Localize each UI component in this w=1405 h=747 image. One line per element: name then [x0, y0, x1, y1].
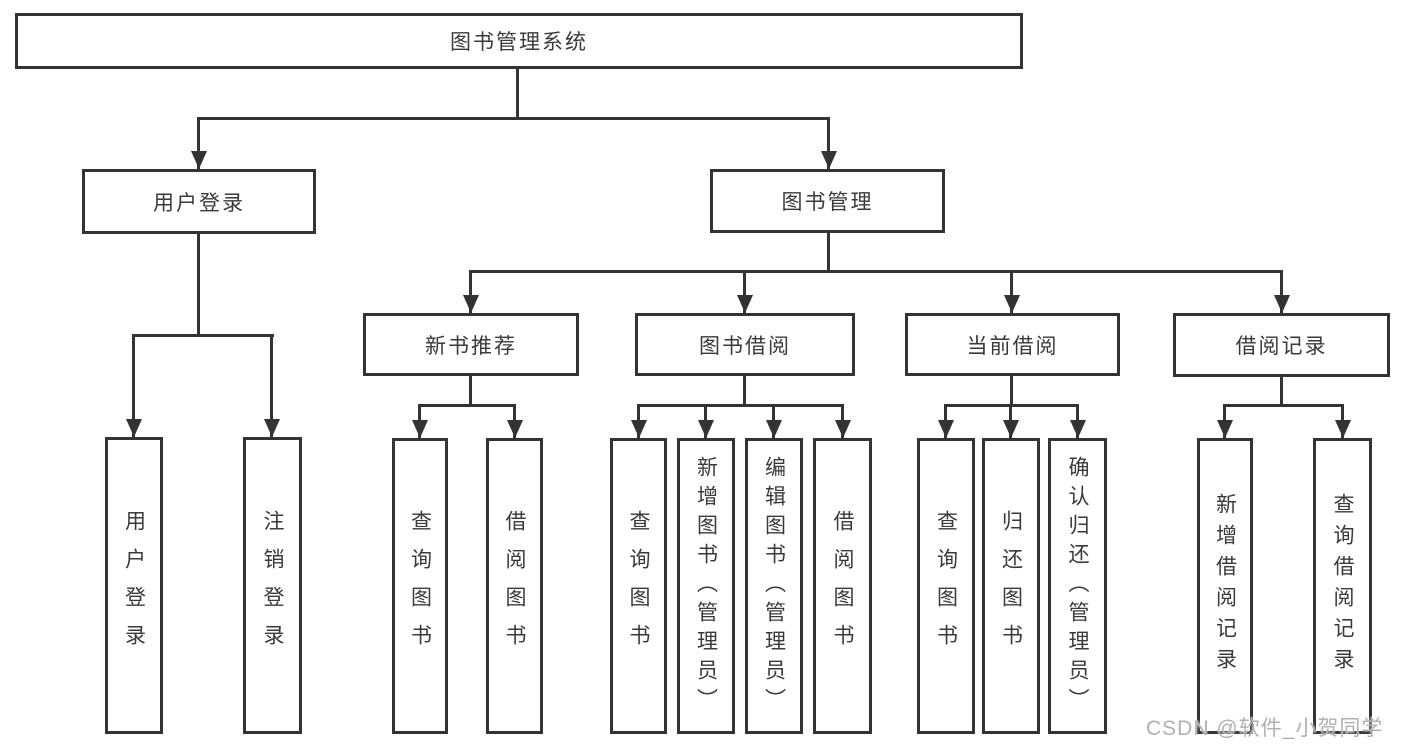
connector-line: [827, 117, 830, 169]
connector-line: [197, 117, 200, 169]
arrow-down-icon: [191, 151, 207, 169]
leaf-confirm-return-admin: 确认归还（管理员）: [1048, 438, 1107, 734]
leaf-borrow-books: 借阅图书: [813, 438, 872, 734]
connector-line: [418, 404, 516, 407]
node-new-book-recommend: 新书推荐: [363, 313, 579, 376]
node-label: 图书借阅: [699, 334, 791, 358]
arrow-down-icon: [766, 420, 782, 438]
arrow-down-icon: [737, 295, 753, 313]
node-label: 新书推荐: [425, 334, 517, 358]
arrow-down-icon: [1004, 295, 1020, 313]
node-book-borrow: 图书借阅: [635, 313, 855, 376]
connector-line: [1280, 270, 1283, 313]
connector-line: [197, 234, 200, 336]
leaf-label: 查询图书: [934, 510, 958, 662]
leaf-label: 新增图书（管理员）: [694, 455, 718, 717]
leaf-add-book-admin: 新增图书（管理员）: [677, 438, 735, 734]
arrow-down-icon: [698, 420, 714, 438]
leaf-label: 查询图书: [627, 510, 650, 662]
leaf-label: 查询图书: [408, 510, 432, 662]
leaf-query-books-current: 查询图书: [917, 438, 975, 734]
arrow-down-icon: [1274, 295, 1290, 313]
arrow-down-icon: [938, 420, 954, 438]
node-borrow-records: 借阅记录: [1173, 313, 1390, 377]
arrow-down-icon: [631, 420, 647, 438]
connector-line: [1223, 404, 1344, 407]
node-label: 图书管理系统: [450, 31, 588, 54]
arrow-down-icon: [264, 419, 280, 437]
leaf-label: 编辑图书（管理员）: [762, 455, 786, 717]
connector-line: [1010, 270, 1013, 313]
leaf-logout: 注销登录: [243, 437, 302, 734]
leaf-query-books-recommend: 查询图书: [392, 438, 448, 734]
leaf-label: 新增借阅记录: [1213, 493, 1237, 679]
arrow-down-icon: [1335, 420, 1351, 438]
node-book-management: 图书管理: [710, 169, 945, 233]
connector-line: [132, 334, 274, 337]
leaf-borrow-books-recommend: 借阅图书: [486, 438, 543, 734]
node-library-system: 图书管理系统: [15, 13, 1023, 69]
connector-line: [469, 376, 472, 406]
leaf-query-books-borrow: 查询图书: [610, 438, 667, 734]
node-label: 用户登录: [153, 191, 245, 215]
arrow-down-icon: [126, 419, 142, 437]
leaf-label: 用户登录: [122, 509, 146, 662]
leaf-label: 查询借阅记录: [1331, 493, 1354, 679]
connector-line: [743, 270, 746, 313]
arrow-down-icon: [412, 420, 428, 438]
connector-line: [827, 233, 830, 273]
connector-line: [516, 69, 519, 120]
leaf-label: 借阅图书: [831, 510, 854, 662]
leaf-query-borrow-record: 查询借阅记录: [1313, 438, 1372, 734]
connector-line: [1280, 377, 1283, 406]
connector-line: [270, 334, 273, 437]
node-label: 当前借阅: [966, 334, 1059, 358]
leaf-add-borrow-record: 新增借阅记录: [1197, 438, 1253, 734]
leaf-edit-book-admin: 编辑图书（管理员）: [745, 438, 803, 734]
node-current-borrow: 当前借阅: [905, 313, 1120, 376]
arrow-down-icon: [1070, 420, 1086, 438]
leaf-label: 注销登录: [261, 509, 284, 662]
connector-line: [1010, 376, 1013, 406]
leaf-label: 确认归还（管理员）: [1066, 455, 1089, 717]
leaf-user-login: 用户登录: [105, 437, 163, 734]
connector-line: [132, 334, 135, 437]
node-user-login: 用户登录: [82, 169, 316, 234]
connector-line: [197, 117, 830, 120]
arrow-down-icon: [1003, 420, 1019, 438]
leaf-label: 归还图书: [999, 510, 1023, 662]
node-label: 图书管理: [781, 191, 874, 214]
arrow-down-icon: [507, 420, 523, 438]
leaf-return-book: 归还图书: [982, 438, 1040, 734]
connector-line: [469, 270, 1283, 273]
connector-line: [743, 376, 746, 406]
connector-line: [469, 270, 472, 313]
watermark: CSDN @软件_小贺同学: [1146, 717, 1384, 740]
leaf-label: 借阅图书: [503, 510, 526, 662]
arrow-down-icon: [463, 295, 479, 313]
node-label: 借阅记录: [1235, 335, 1328, 358]
arrow-down-icon: [821, 151, 837, 169]
connector-line: [637, 404, 844, 407]
arrow-down-icon: [1217, 420, 1233, 438]
arrow-down-icon: [835, 420, 851, 438]
